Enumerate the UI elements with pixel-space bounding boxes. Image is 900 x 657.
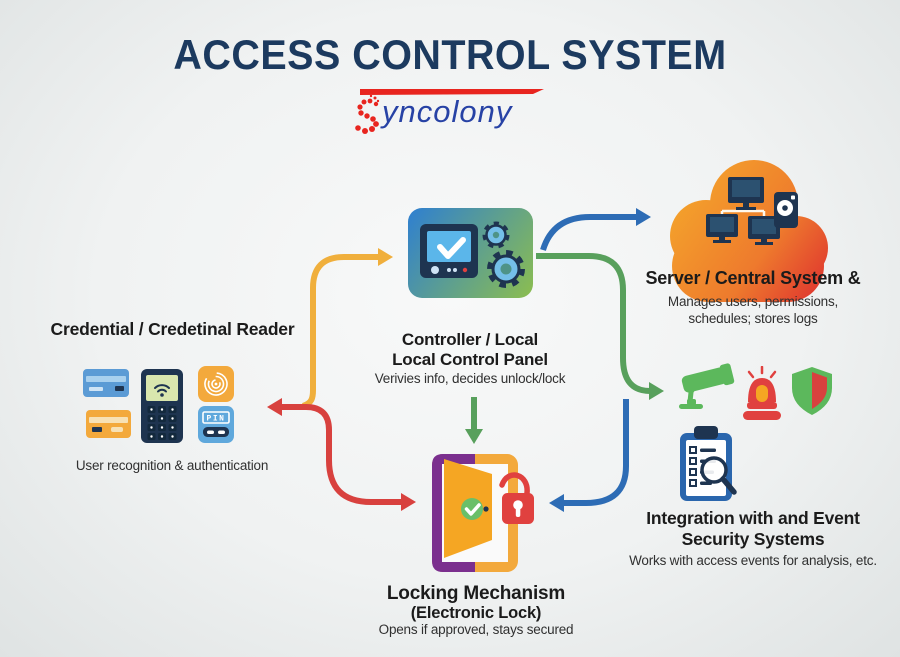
server-title: Server / Central System & <box>645 268 861 288</box>
integration-title: Integration with and Event Security Syst… <box>646 508 860 549</box>
credit-card-orange-icon <box>86 410 131 438</box>
wifi-icon <box>154 384 170 393</box>
shield-inner <box>812 372 827 409</box>
panel-screen <box>427 231 471 262</box>
arrow-lock-to-reader <box>267 398 416 511</box>
shield-icon <box>792 367 832 415</box>
lock-subtitle: (Electronic Lock) <box>410 604 542 622</box>
server-caption: Manages users, permissions, schedules; s… <box>667 294 839 326</box>
cloud-icon <box>670 160 828 302</box>
audit-clipboard-icon <box>680 426 737 501</box>
keypad-terminal-icon <box>141 369 183 443</box>
fingerprint-icon <box>198 366 234 402</box>
hard-drive-icon <box>774 192 798 228</box>
alarm-siren-icon <box>743 366 781 420</box>
control-panel-icon <box>408 208 533 298</box>
keypad-screen <box>146 375 178 401</box>
credit-card-blue-icon <box>83 369 129 397</box>
network-computers-icon <box>706 177 780 245</box>
approved-check-icon <box>461 498 483 520</box>
brand-logo: yncolony <box>352 88 548 136</box>
magnifier-icon <box>700 456 737 495</box>
logo-text: yncolony <box>382 94 513 129</box>
siren-light <box>756 385 768 402</box>
logo-initial-dotted-s-icon <box>355 89 544 134</box>
clipboard-clip <box>694 426 718 439</box>
open-door-icon <box>432 454 534 572</box>
reader-title: Credential / Credetinal Reader <box>50 319 295 339</box>
keypad-keys <box>147 406 177 440</box>
logo-underline-bar <box>360 89 544 95</box>
arrow-controller-to-integration <box>536 253 664 400</box>
lock-caption: Opens if approved, stays secured <box>378 622 574 637</box>
padlock-icon <box>499 472 534 524</box>
checklist-rows <box>689 446 716 487</box>
dotted-s <box>355 94 380 134</box>
pin-label: PIN <box>207 415 226 424</box>
arrow-controller-to-server <box>540 208 651 251</box>
door-knob <box>483 506 489 512</box>
pin-pad-icon: PIN <box>198 406 234 443</box>
controller-title: Controller / Local Local Control Panel <box>392 330 548 370</box>
reader-caption: User recognition & authentication <box>75 458 269 473</box>
lock-title: Locking Mechanism <box>386 583 566 604</box>
arrow-branch-to-lock <box>549 399 629 512</box>
gear-icon-large <box>487 250 525 288</box>
page-title: ACCESS CONTROL SYSTEM <box>173 31 727 78</box>
cctv-camera-icon <box>679 363 735 409</box>
controller-caption: Verivies info, decides unlock/lock <box>374 371 566 386</box>
gear-icon-small <box>482 221 510 249</box>
integration-caption: Works with access events for analysis, e… <box>629 553 877 568</box>
check-icon <box>437 237 466 259</box>
